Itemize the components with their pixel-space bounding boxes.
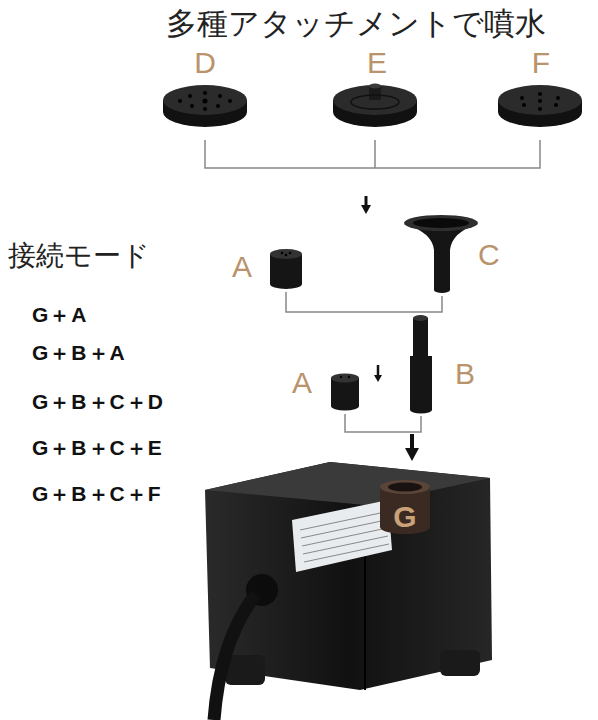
outlet-part [380, 480, 430, 534]
combination-text: G＋B＋C＋F [32, 482, 162, 506]
arrow [374, 375, 382, 382]
cap-part [331, 374, 359, 411]
bracket-line [345, 414, 421, 432]
tube-part [410, 315, 432, 414]
mode-heading: 接続モード [8, 240, 150, 272]
part-letter: F [532, 46, 550, 81]
part-letter: D [194, 46, 216, 81]
arrow [405, 448, 419, 461]
cap-part [270, 249, 302, 289]
nozzle-disk [163, 85, 247, 127]
arrow [365, 196, 368, 206]
bracket-line [205, 140, 540, 168]
part-letter: G [393, 500, 416, 535]
funnel-part [404, 215, 478, 293]
arrow [410, 434, 414, 450]
bracket-line [286, 292, 442, 312]
arrow [377, 365, 380, 376]
part-letter: A [292, 366, 312, 401]
title-text: 多種アタッチメントで噴水 [166, 6, 546, 42]
part-letter: E [367, 46, 387, 81]
combination-text: G＋A [32, 303, 88, 327]
combination-text: G＋B＋A [32, 341, 126, 365]
nozzle-disk [333, 84, 417, 128]
combination-text: G＋B＋C＋E [32, 436, 163, 460]
arrow [361, 205, 371, 214]
combination-text: G＋B＋C＋D [32, 390, 164, 414]
part-letter: A [232, 250, 252, 285]
pump-body [205, 462, 492, 720]
nozzle-disk [498, 85, 582, 127]
part-letter: C [478, 238, 500, 273]
part-letter: B [455, 357, 475, 392]
